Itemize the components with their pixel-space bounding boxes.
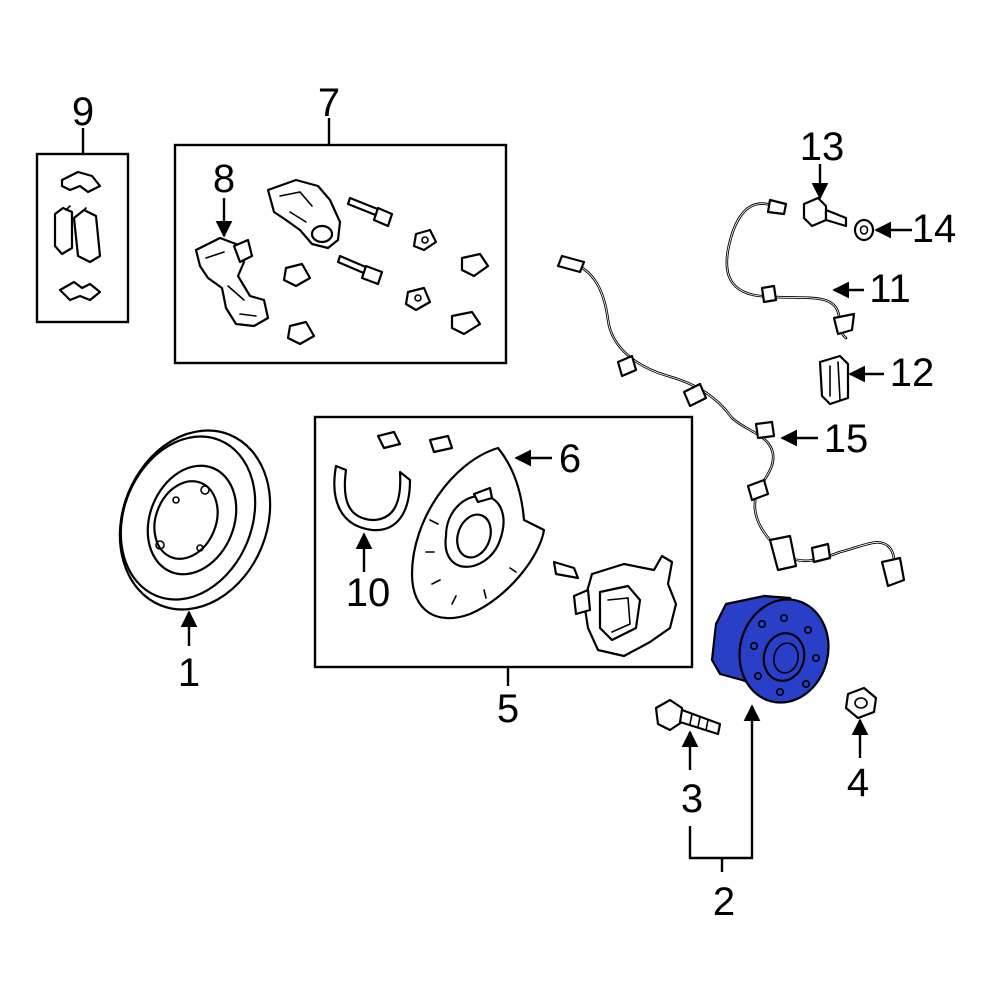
caliper-kit-frame [173, 143, 508, 365]
backing-plate-kit-frame [313, 415, 694, 669]
caliper-bracket-part[interactable] [194, 236, 270, 328]
leader-lines [81, 118, 912, 872]
callout-5: 5 [497, 687, 519, 731]
bolt-2[interactable] [460, 252, 490, 278]
callout-15: 15 [824, 417, 869, 461]
bolt-1[interactable] [412, 228, 438, 252]
parking-brake-shoe-part[interactable] [333, 430, 454, 532]
hose-bracket-clip-part[interactable] [818, 354, 850, 406]
bolt-4[interactable] [404, 286, 432, 312]
callout-14: 14 [912, 207, 957, 251]
rear-caliper-part[interactable] [572, 554, 678, 658]
caliper-kit-part[interactable] [266, 178, 490, 346]
bolt-6[interactable] [286, 320, 316, 346]
banjo-bolt-part[interactable] [802, 196, 848, 228]
guide-pin-lower[interactable] [336, 254, 384, 286]
callout-12: 12 [890, 351, 935, 395]
callout-10: 10 [346, 571, 391, 615]
hub-bolt-part[interactable] [654, 698, 722, 736]
brake-hose-part[interactable] [725, 198, 856, 340]
callout-9: 9 [72, 90, 94, 134]
callout-4: 4 [847, 761, 869, 805]
bolt-5[interactable] [450, 310, 482, 336]
callout-8: 8 [213, 157, 235, 201]
washer-part[interactable] [853, 218, 875, 242]
callout-11: 11 [869, 267, 911, 311]
callout-13: 13 [800, 125, 845, 169]
callout-2: 2 [713, 880, 735, 924]
callout-1: 1 [178, 651, 200, 695]
hub-bearing-part[interactable] [710, 590, 839, 712]
brake-pads-part[interactable] [53, 170, 102, 302]
brake-rotor-part[interactable] [94, 408, 296, 633]
bolt-3[interactable] [282, 262, 312, 288]
callout-7: 7 [318, 81, 340, 125]
callout-3: 3 [681, 777, 703, 821]
callout-6: 6 [559, 437, 581, 481]
guide-pin-upper[interactable] [346, 196, 394, 228]
abs-sensor-harness-part[interactable] [556, 254, 906, 588]
dust-shield-part[interactable] [410, 446, 580, 620]
hub-nut-part[interactable] [844, 686, 878, 720]
